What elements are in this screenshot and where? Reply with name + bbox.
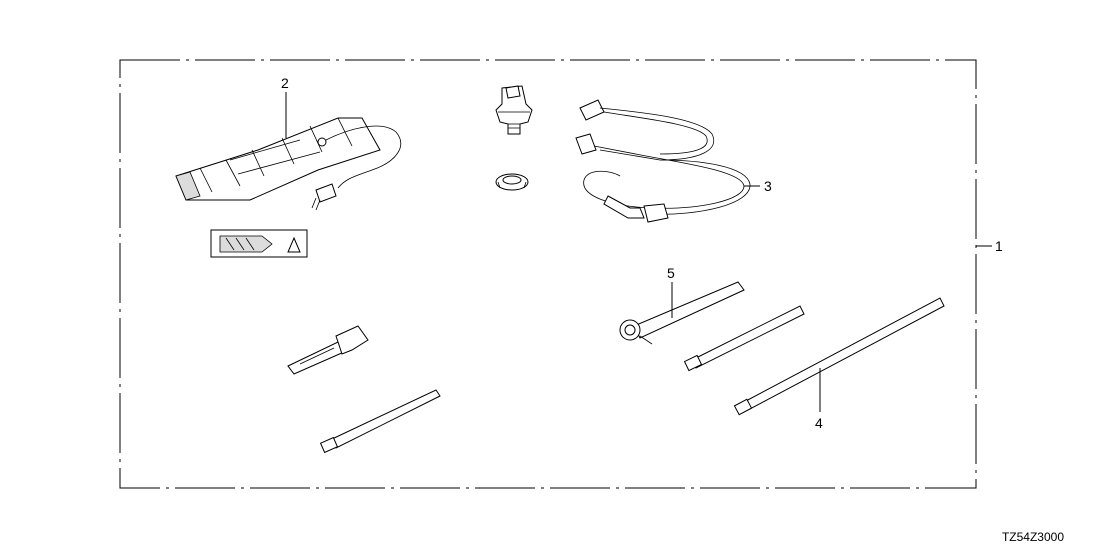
callout-4: 4 bbox=[815, 415, 823, 431]
callout-3: 3 bbox=[764, 178, 772, 194]
callout-2: 2 bbox=[281, 75, 289, 91]
assembly-frame bbox=[119, 59, 977, 489]
callout-1: 1 bbox=[995, 238, 1003, 254]
clip-tool[interactable] bbox=[287, 325, 369, 375]
diagram-code: TZ54Z3000 bbox=[1002, 530, 1064, 544]
sensor-plug[interactable] bbox=[495, 85, 533, 135]
clamp-tie[interactable] bbox=[619, 281, 745, 345]
leader-lines bbox=[285, 92, 992, 412]
heater-pad[interactable] bbox=[175, 117, 402, 211]
callout-5: 5 bbox=[667, 265, 675, 281]
cable-tie-left[interactable] bbox=[319, 389, 441, 454]
cable-tie-mid[interactable] bbox=[683, 305, 805, 372]
cable-tie-long[interactable] bbox=[733, 297, 945, 416]
caution-label[interactable] bbox=[210, 229, 308, 258]
wire-harness[interactable] bbox=[575, 99, 760, 223]
grommet[interactable] bbox=[495, 173, 529, 191]
